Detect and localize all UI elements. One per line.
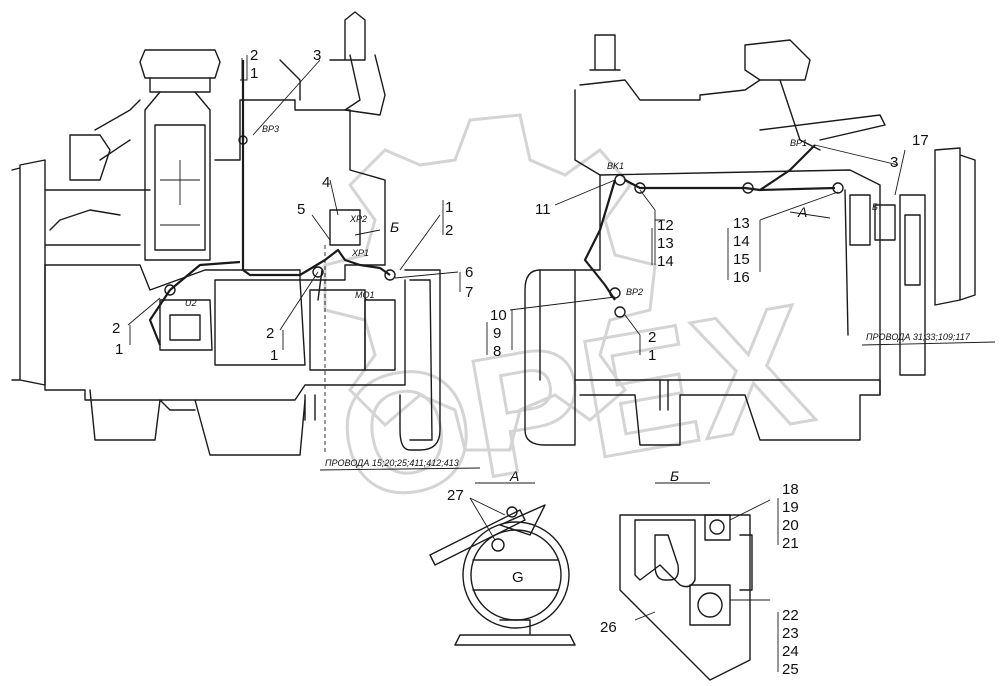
label-mq1: MQ1 (355, 290, 375, 300)
callout-a-27: 27 (447, 487, 464, 504)
callout-b-19: 19 (782, 499, 799, 516)
callout-right-16: 16 (733, 269, 750, 286)
detail-view-a (429, 482, 576, 646)
label-bk1: BK1 (607, 161, 624, 171)
arrow-a-label: A (797, 204, 807, 220)
callout-right-9: 9 (493, 325, 501, 342)
callout-right-10: 10 (490, 307, 507, 324)
callout-right-17: 17 (912, 132, 929, 149)
label-g: G (512, 569, 524, 586)
callout-left-12: 1 (115, 341, 123, 358)
callout-right-11: 11 (535, 201, 551, 218)
callout-right-2: 2 (648, 329, 656, 346)
callout-b-24: 24 (782, 643, 799, 660)
wire-note-right: ПРОВОДА 31;33;109;117 (866, 332, 971, 342)
view-a-title: A (509, 468, 519, 484)
callout-left-8: 2 (445, 222, 453, 239)
callout-left-14: 1 (270, 347, 278, 364)
callout-right-3: 3 (890, 154, 898, 171)
callout-right-12: 12 (657, 217, 674, 234)
callout-right-15: 15 (733, 251, 750, 268)
right-engine-view (509, 34, 996, 446)
callout-left-7: 1 (445, 199, 453, 216)
left-engine-view (11, 11, 481, 471)
callout-left-11: 2 (112, 320, 120, 337)
callout-right-14b: 14 (733, 233, 750, 250)
callout-right-13a: 13 (657, 235, 674, 252)
callout-b-18: 18 (782, 481, 799, 498)
callout-left-3: 3 (313, 47, 321, 64)
arrow-b-label: Б (390, 219, 399, 235)
label-bp2: BP2 (626, 287, 643, 297)
callout-b-23: 23 (782, 625, 799, 642)
callout-left-10: 7 (465, 284, 473, 301)
callout-b-25: 25 (782, 661, 799, 678)
callout-right-1: 1 (648, 347, 656, 364)
callout-left-9: 6 (465, 264, 473, 281)
view-b-title: Б (670, 468, 679, 484)
wire-note-left: ПРОВОДА 15;20;25;411;412;413 (325, 458, 459, 468)
callout-left-2: 1 (250, 65, 258, 82)
label-xp2: XP2 (349, 214, 367, 224)
callout-left-5: 5 (297, 201, 305, 218)
label-bp3: BP3 (262, 124, 279, 134)
callout-left-4: 4 (322, 174, 330, 191)
label-bp1: BP1 (790, 138, 807, 148)
callout-b-22: 22 (782, 607, 799, 624)
callout-left-1: 2 (250, 47, 258, 64)
callout-b-20: 20 (782, 517, 799, 534)
callout-right-14a: 14 (657, 253, 674, 270)
callout-right-8: 8 (493, 343, 501, 360)
label-u2: U2 (185, 298, 197, 308)
label-xp1: XP1 (351, 248, 369, 258)
detail-view-b (619, 482, 771, 681)
callout-right-13b: 13 (733, 215, 750, 232)
callout-b-26: 26 (600, 619, 617, 636)
callout-left-13: 2 (266, 325, 274, 342)
callout-b-21: 21 (782, 535, 799, 552)
label-b-bracket: Б (872, 202, 878, 212)
callout-bracket-lines (486, 228, 779, 672)
